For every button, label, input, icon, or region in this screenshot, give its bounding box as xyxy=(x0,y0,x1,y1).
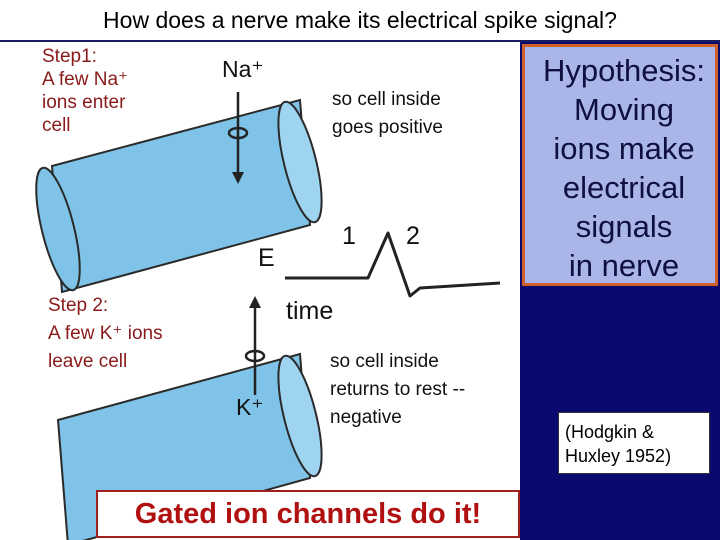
page-title: How does a nerve make its electrical spi… xyxy=(0,0,720,42)
axon-cylinder-top xyxy=(35,98,323,294)
step2-line: A few K⁺ ions xyxy=(48,323,163,344)
step2-line: leave cell xyxy=(48,351,128,372)
time-axis-label: time xyxy=(286,297,334,325)
positive-note-line: so cell inside xyxy=(332,89,441,110)
citation-box: (Hodgkin & Huxley 1952) xyxy=(558,412,710,474)
step1-line: A few Na⁺ xyxy=(42,69,129,90)
hypothesis-line: signals xyxy=(575,209,673,244)
na-channel xyxy=(227,92,249,184)
step2-label: Step 2: A few K⁺ ions leave cell xyxy=(48,292,163,376)
na-ion-label: Na⁺ xyxy=(222,56,264,82)
hypothesis-line: Moving xyxy=(574,92,674,127)
hypothesis-line: electrical xyxy=(562,170,686,205)
voltage-axis-label: E xyxy=(258,244,275,272)
step1-line: ions enter xyxy=(42,92,126,113)
hypothesis-line: in nerve xyxy=(568,248,680,283)
rest-note-line: negative xyxy=(330,407,402,428)
conclusion-text: Gated ion channels do it! xyxy=(134,498,482,530)
citation-line: (Hodgkin & xyxy=(565,422,655,442)
citation-text: (Hodgkin & Huxley 1952) xyxy=(565,420,671,468)
hypothesis-text: Hypothesis: Moving ions make electrical … xyxy=(531,51,717,285)
spike-trace xyxy=(285,231,501,298)
k-ion-label: K⁺ xyxy=(236,394,264,420)
k-channel xyxy=(244,296,266,395)
spike-mark-2: 2 xyxy=(406,222,420,250)
rest-note-line: returns to rest -- xyxy=(330,379,466,400)
rest-note: so cell inside returns to rest -- negati… xyxy=(330,348,465,432)
step1-heading: Step1: xyxy=(42,46,97,67)
conclusion-box: Gated ion channels do it! xyxy=(96,490,520,538)
hypothesis-line: ions make xyxy=(553,131,695,166)
step1-label: Step1: A few Na⁺ ions enter cell xyxy=(42,45,128,137)
step1-line: cell xyxy=(42,115,71,136)
step2-heading: Step 2: xyxy=(48,295,109,316)
hypothesis-box: Hypothesis: Moving ions make electrical … xyxy=(522,44,718,286)
rest-note-line: so cell inside xyxy=(330,351,439,372)
hypothesis-line: Hypothesis: xyxy=(543,53,705,88)
citation-line: Huxley 1952) xyxy=(565,446,672,466)
spike-mark-1: 1 xyxy=(342,222,356,250)
positive-note-line: goes positive xyxy=(332,117,443,138)
positive-note: so cell inside goes positive xyxy=(332,86,443,142)
